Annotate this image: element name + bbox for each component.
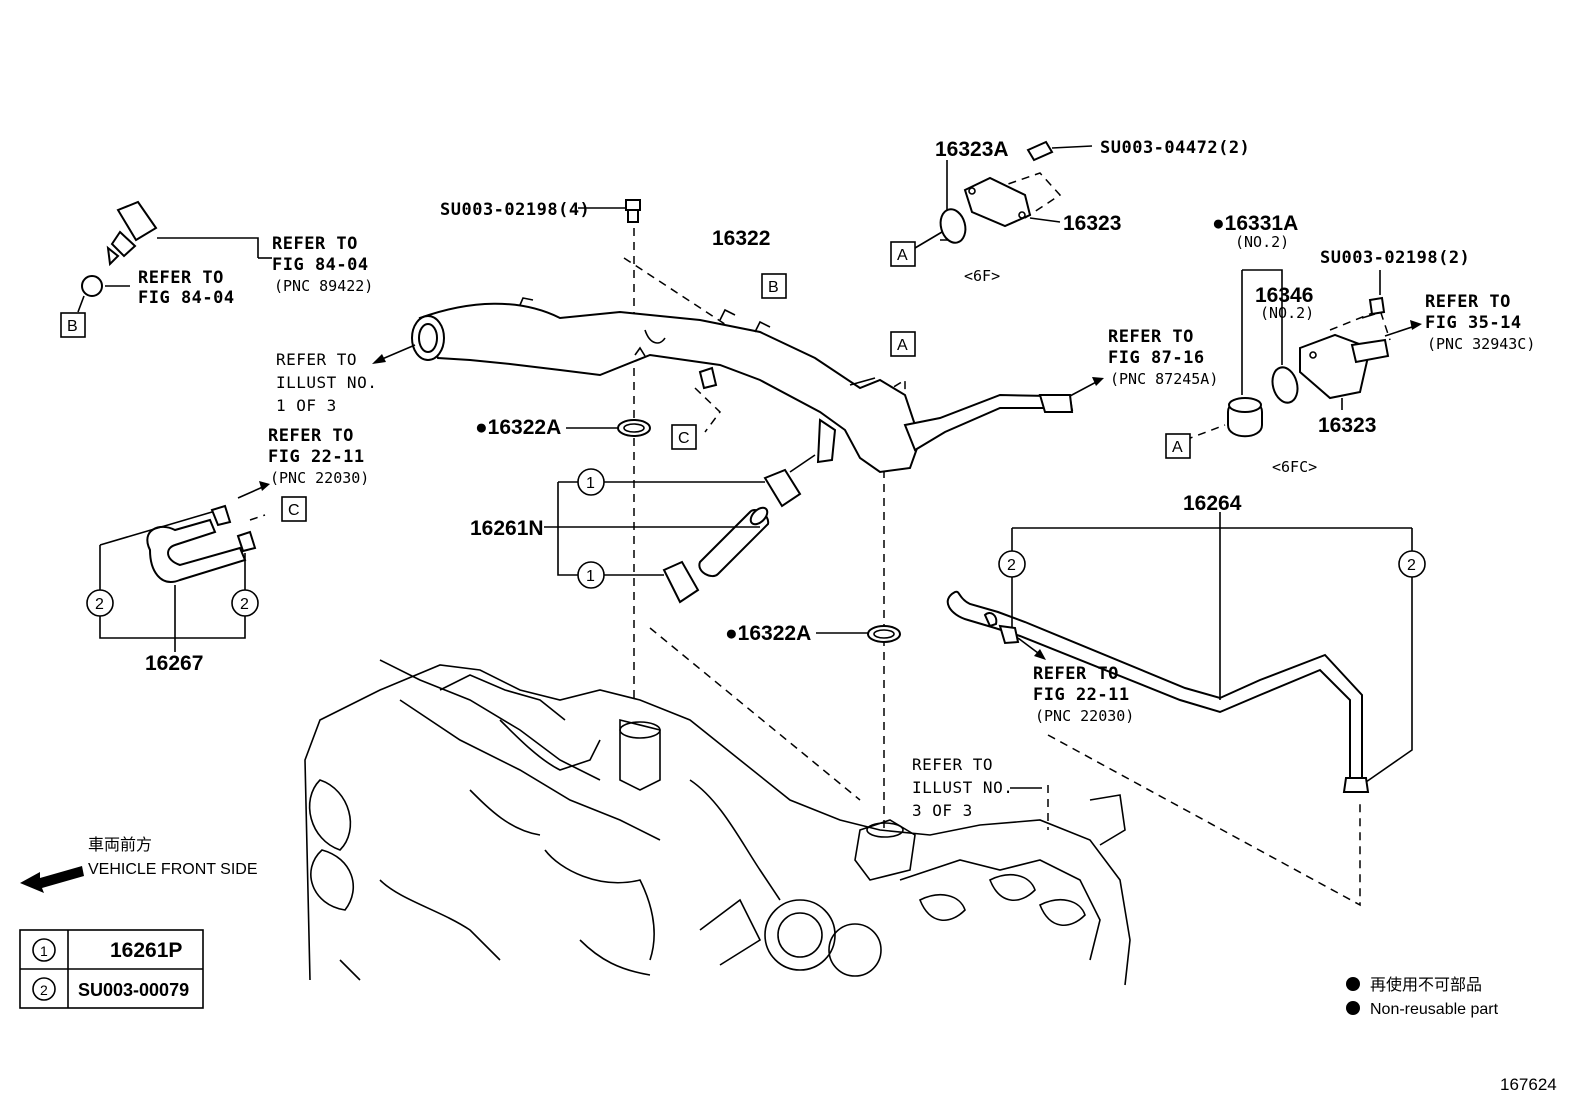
ref2-line1: REFER TO (138, 268, 224, 288)
ref5-line3: (PNC 87245A) (1110, 370, 1218, 388)
temperature-sensor (77, 200, 272, 313)
ref6-line2: FIG 35-14 (1425, 313, 1522, 333)
label-16323-6f: 16323 (1063, 212, 1121, 235)
ref6-line3: (PNC 32943C) (1427, 335, 1535, 353)
ref8-line3: 3 OF 3 (912, 801, 973, 820)
part-labels: SU003-02198(4) 16322 16323A SU003-04472(… (145, 138, 1557, 1094)
nonreuse-jp: 再使用不可部品 (1370, 976, 1482, 994)
label-su-bolt-top: SU003-02198(4) (440, 200, 590, 220)
ref2-line2: FIG 84-04 (138, 288, 235, 308)
label-16322A-mid: ●16322A (725, 622, 811, 645)
legend-key-1: 1 (40, 943, 48, 959)
ref8-line1: REFER TO (912, 755, 993, 774)
label-16322: 16322 (712, 227, 770, 250)
bolt-top (578, 199, 641, 223)
svg-text:B: B (67, 318, 78, 335)
label-16323-6fc: 16323 (1318, 414, 1376, 437)
legend-table: 1 16261P 2 SU003-00079 (19, 929, 204, 1009)
callout-box-c-pipe (671, 424, 697, 450)
label-su-04472: SU003-04472(2) (1100, 138, 1250, 158)
label-16322A-top: ●16322A (475, 416, 561, 439)
label-no2-b: (NO.2) (1260, 304, 1314, 322)
vehicle-front-jp: 車両前方 (88, 836, 152, 854)
svg-text:1: 1 (586, 568, 595, 585)
bullet-icon (1346, 977, 1360, 991)
svg-text:2: 2 (240, 596, 249, 613)
ref3-line1: REFER TO (276, 350, 357, 369)
water-pipe-16322 (411, 297, 1074, 474)
ref5-line1: REFER TO (1108, 327, 1194, 347)
svg-text:2: 2 (95, 596, 104, 613)
number-callouts: 1 1 2 2 2 2 (86, 468, 1426, 617)
hose-16261N (544, 454, 816, 604)
label-16323A: 16323A (935, 138, 1009, 161)
label-16264: 16264 (1183, 492, 1242, 515)
svg-text:A: A (897, 337, 908, 354)
oring-16322A-top-inner (623, 423, 645, 433)
label-16261N: 16261N (470, 517, 544, 540)
ref3-line3: 1 OF 3 (276, 396, 337, 415)
vehicle-front-arrow-icon (20, 866, 84, 893)
oring-16322A-mid (867, 625, 901, 643)
callout-box-b-top (761, 273, 787, 299)
svg-text:A: A (897, 247, 908, 264)
label-code-6f: <6F> (964, 267, 1000, 285)
ref1-line2: FIG 84-04 (272, 255, 369, 275)
engine-block (304, 659, 1131, 986)
ref6-line1: REFER TO (1425, 292, 1511, 312)
ref1-line3: (PNC 89422) (274, 277, 373, 295)
svg-text:B: B (768, 279, 779, 296)
legend-key-2: 2 (40, 982, 48, 998)
ref8-line2: ILLUST NO. (912, 778, 1013, 797)
svg-text:1: 1 (586, 475, 595, 492)
svg-text:C: C (678, 430, 690, 447)
diagram-id: 167624 (1500, 1075, 1557, 1094)
hose-16264 (946, 512, 1413, 793)
callout-box-a-6fc (1165, 433, 1191, 459)
ref4-line2: FIG 22-11 (268, 447, 365, 467)
ref4-line3: (PNC 22030) (270, 469, 369, 487)
letter-callouts: B B A A A C C (60, 241, 1191, 522)
legend-value-2: SU003-00079 (78, 980, 189, 1000)
svg-text:A: A (1172, 439, 1183, 456)
label-code-6fc: <6FC> (1272, 458, 1317, 476)
callout-box-a-pipe (890, 331, 916, 357)
vehicle-front-en: VEHICLE FRONT SIDE (88, 861, 258, 878)
ref5-line2: FIG 87-16 (1108, 348, 1205, 368)
hose-16267 (99, 504, 257, 652)
svg-text:2: 2 (1007, 557, 1016, 574)
thermostat-6fc (1227, 269, 1390, 438)
svg-text:2: 2 (1407, 557, 1416, 574)
ref1-line1: REFER TO (272, 234, 358, 254)
ref7-line2: FIG 22-11 (1033, 685, 1130, 705)
bullet-icon (1346, 1001, 1360, 1015)
label-16267: 16267 (145, 652, 203, 675)
callout-box-b-left (60, 312, 86, 338)
callout-box-a-6f (890, 241, 916, 267)
ref4-line1: REFER TO (268, 426, 354, 446)
refer-arrows (20, 320, 1422, 893)
label-no2-a: (NO.2) (1235, 233, 1289, 251)
svg-text:C: C (288, 502, 300, 519)
refer-labels: REFER TO FIG 84-04 (PNC 89422) REFER TO … (138, 234, 1535, 820)
label-16331A: ●16331A (1212, 212, 1298, 235)
dashed-guides (249, 172, 1391, 907)
legend-value-1: 16261P (110, 939, 182, 962)
gasket-6f (914, 140, 1093, 249)
oring-16322A-top (617, 419, 651, 437)
ref7-line3: (PNC 22030) (1035, 707, 1134, 725)
label-su-bolt-right: SU003-02198(2) (1320, 248, 1470, 268)
label-16346: 16346 (1255, 284, 1313, 307)
ref7-line1: REFER TO (1033, 664, 1119, 684)
nonreusable-legend: 再使用不可部品 Non-reusable part (1346, 976, 1499, 1018)
nonreuse-en: Non-reusable part (1370, 1001, 1499, 1018)
ref3-line2: ILLUST NO. (276, 373, 377, 392)
callout-box-c-hose (281, 496, 307, 522)
